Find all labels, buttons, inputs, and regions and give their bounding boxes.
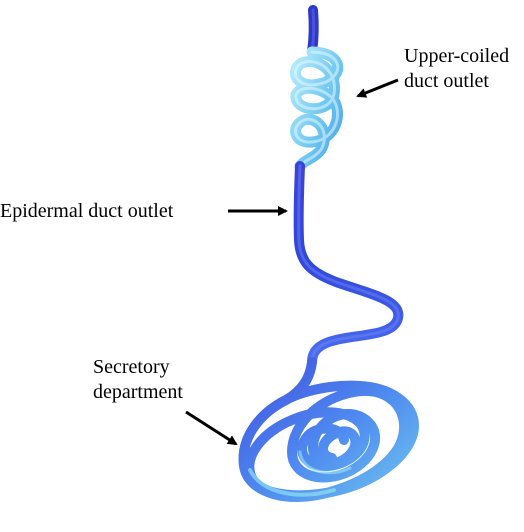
duct-tip bbox=[307, 5, 319, 57]
label-upper-coiled-line2: duct outlet bbox=[404, 70, 489, 92]
secretory-coil bbox=[238, 357, 419, 502]
label-upper-coiled-line1: Upper-coiled bbox=[404, 45, 510, 67]
label-epidermal-text: Epidermal duct outlet bbox=[0, 200, 174, 222]
label-secretory-line2: department bbox=[93, 381, 183, 403]
epidermal-duct bbox=[293, 161, 404, 367]
label-epidermal-duct-outlet: Epidermal duct outlet bbox=[0, 199, 173, 224]
label-secretory-department: Secretory department bbox=[93, 355, 183, 405]
label-secretory-line1: Secretory bbox=[93, 356, 170, 378]
arrow-upper-coiled bbox=[356, 78, 399, 98]
upper-coiled-duct bbox=[289, 46, 344, 172]
arrow-secretory bbox=[185, 410, 238, 446]
label-upper-coiled-duct-outlet: Upper-coiled duct outlet bbox=[404, 44, 509, 94]
